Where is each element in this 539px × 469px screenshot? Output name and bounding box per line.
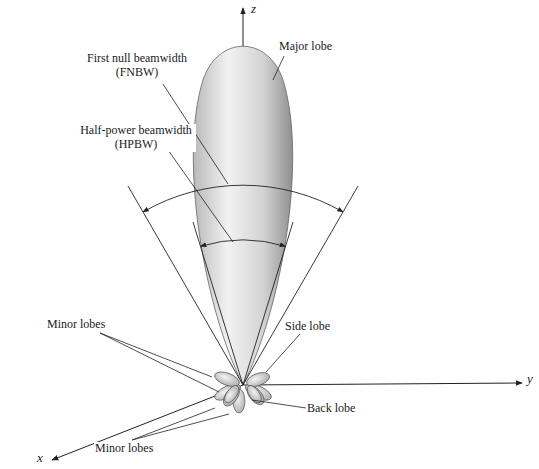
lobe-label: Minor lobes	[94, 442, 154, 456]
lobe-label: Side lobe	[284, 320, 331, 334]
lobe-label: Back lobe	[306, 402, 356, 416]
beamwidth-lines	[128, 185, 358, 385]
axis-label: x	[36, 451, 44, 466]
lobe-label: Minor lobes	[46, 318, 106, 332]
y-axis	[243, 383, 522, 385]
axis-label: y	[526, 372, 534, 387]
beamwidth-label: Half-power beamwidth (HPBW)	[76, 124, 196, 152]
major-lobe-shape	[193, 46, 292, 385]
lobe-label: Major lobe	[278, 40, 333, 54]
leader-lines	[100, 56, 306, 440]
beamwidth-label: First null beamwidth (FNBW)	[80, 52, 194, 80]
axis-label: z	[250, 2, 257, 17]
